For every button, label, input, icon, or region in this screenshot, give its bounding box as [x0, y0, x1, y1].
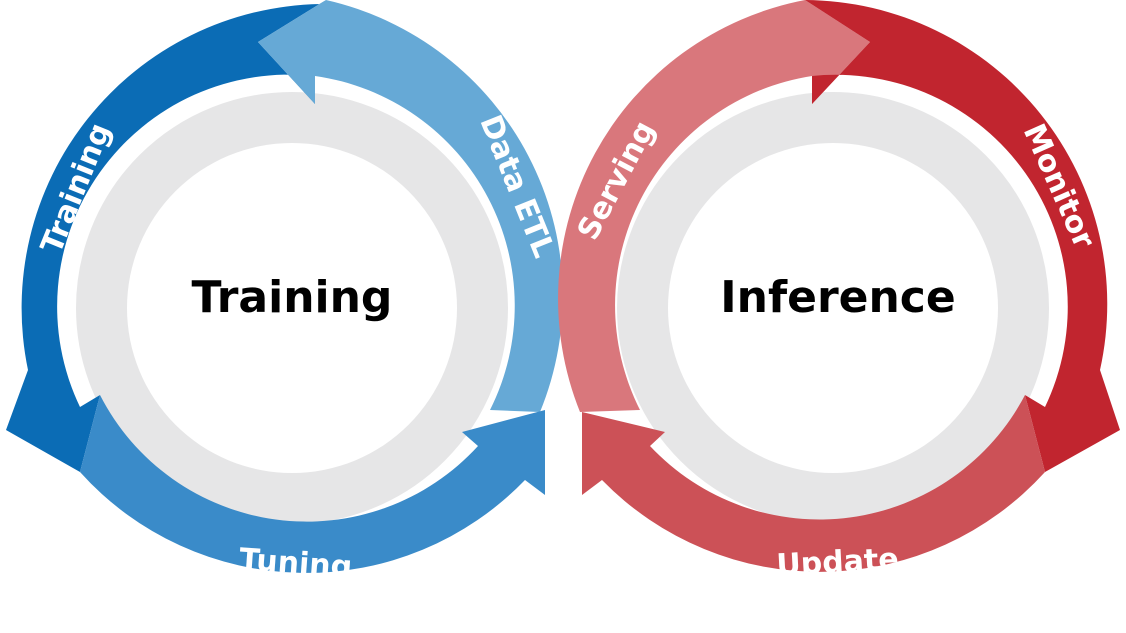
inference-arc-label-update: Update [776, 542, 900, 583]
training-arc-label-tuning: Tuning [238, 542, 353, 585]
inference-center-title: Inference [720, 272, 955, 323]
inference-arc-serving [558, 0, 870, 412]
training-center-title: Training [192, 272, 393, 323]
training-center [127, 143, 457, 473]
inference-arc-monitor [805, 0, 1120, 472]
training-inner-ring [76, 92, 508, 524]
training-cycle: Training Training Data ETL Tuning [6, 0, 563, 585]
inference-cycle: Inference Serving Monitor Update [558, 0, 1120, 583]
training-arc-data-etl [258, 0, 563, 412]
training-arc-training [6, 0, 326, 472]
inference-arc-update [582, 395, 1045, 572]
training-arc-tuning [80, 395, 545, 573]
inference-inner-ring [617, 92, 1049, 524]
inference-center [668, 143, 998, 473]
